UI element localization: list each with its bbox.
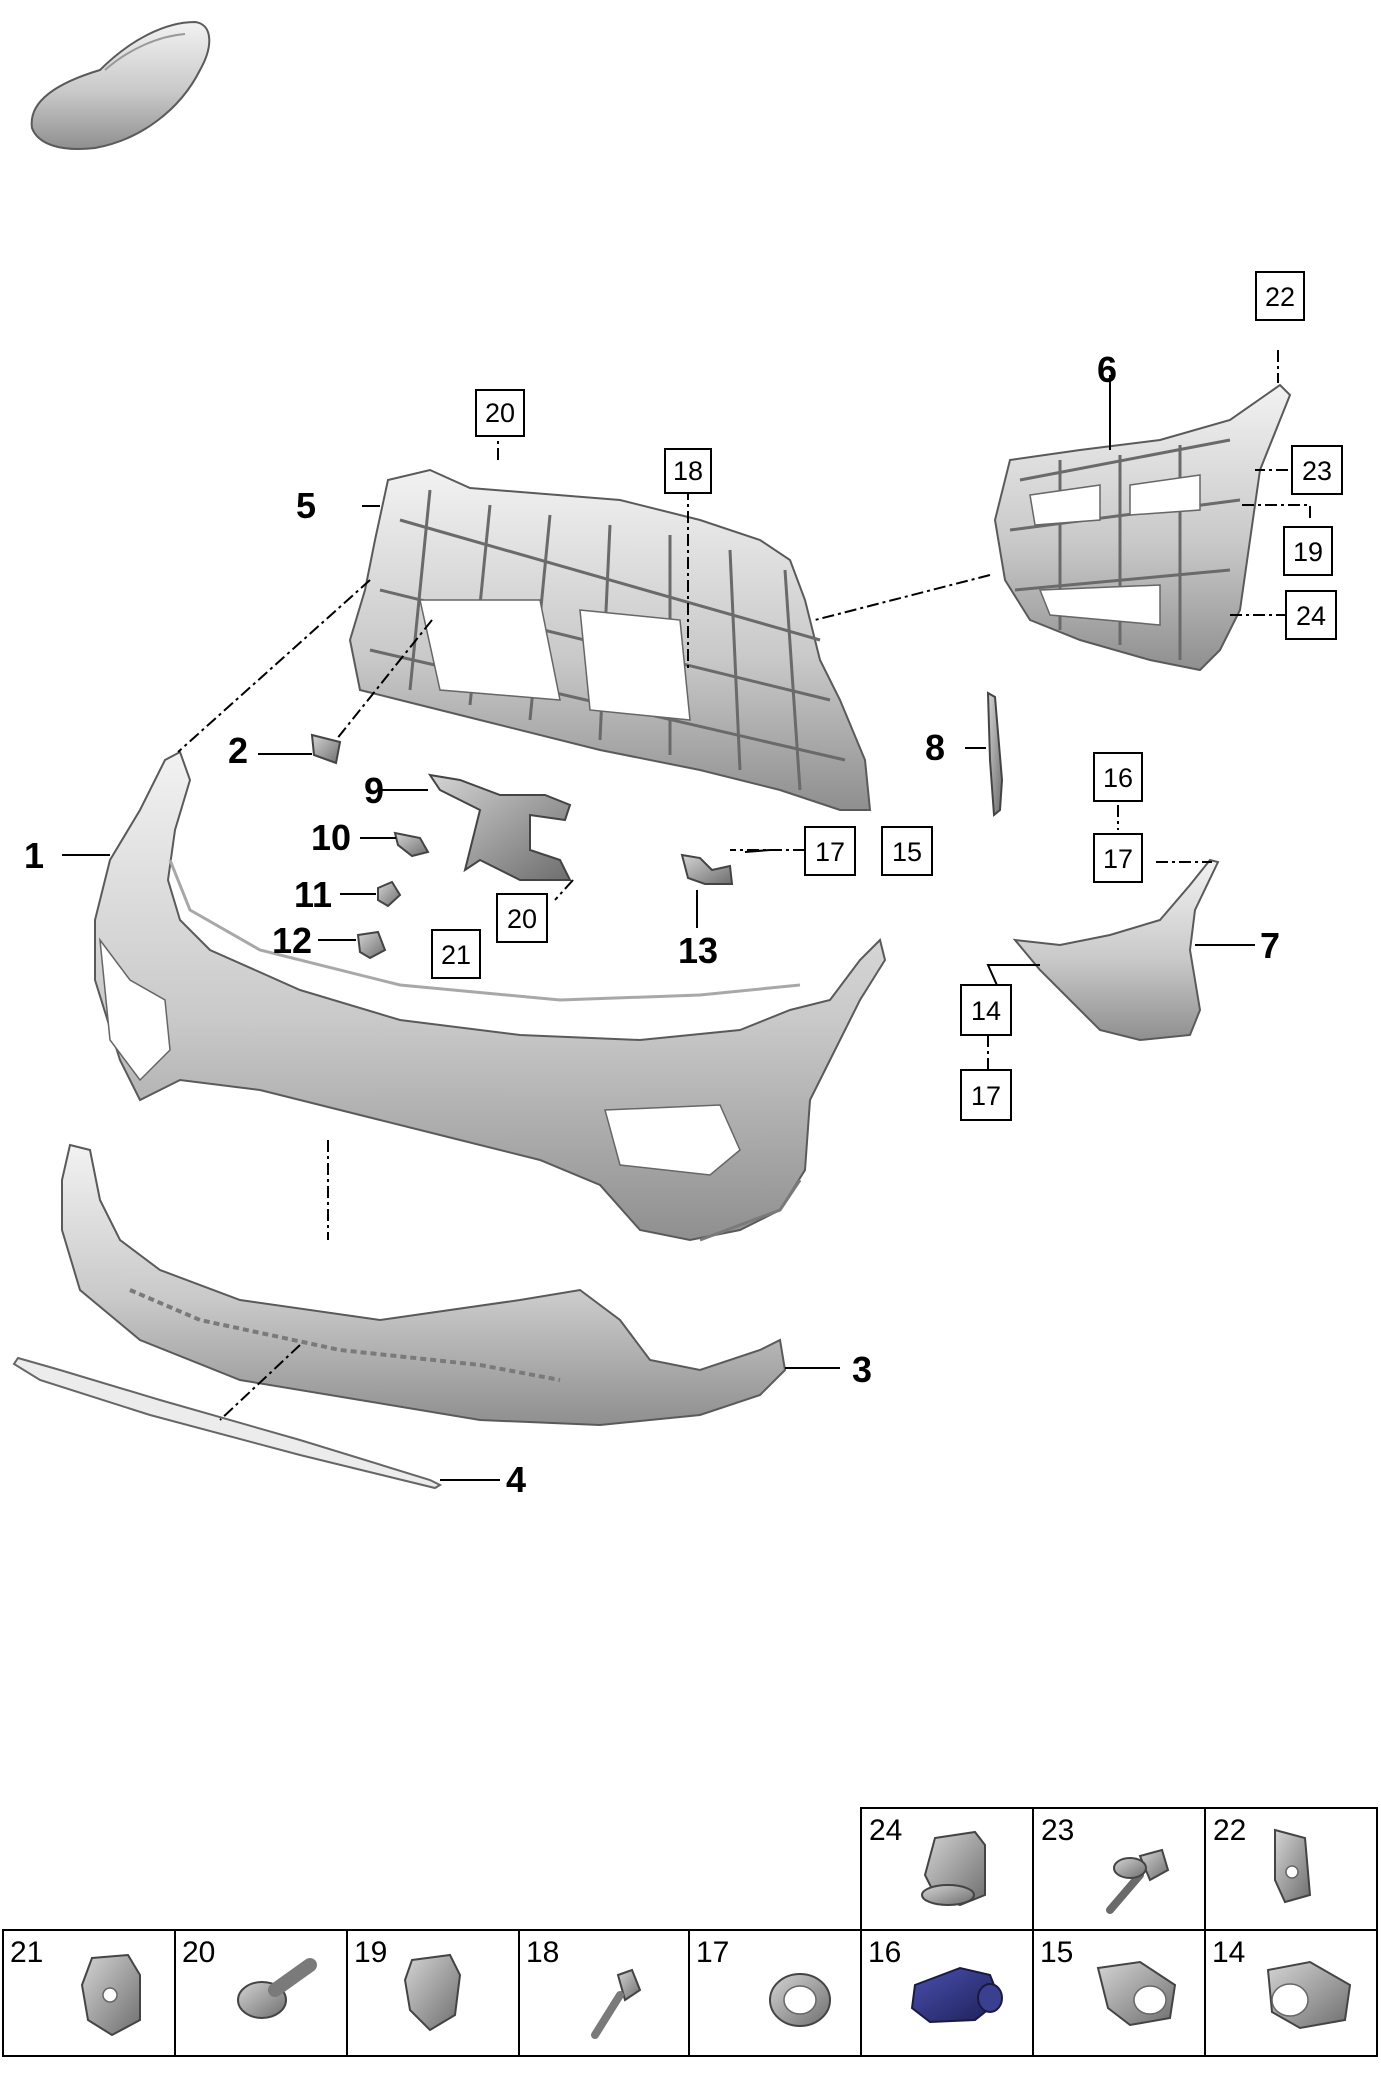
leader-lines xyxy=(62,375,1255,1481)
ref-box-15: 15 xyxy=(881,826,933,876)
sensor-housing-icon xyxy=(1266,1960,1352,2030)
svg-text:18: 18 xyxy=(673,456,703,486)
ref-box-22: 22 xyxy=(1255,271,1305,321)
clip-icon xyxy=(80,1953,141,2037)
sensor-part xyxy=(356,930,387,960)
callout-11: 11 xyxy=(294,874,332,915)
sensor-holder-icon xyxy=(1096,1960,1177,2027)
callout-1: 1 xyxy=(24,835,44,876)
table-cell xyxy=(518,1929,690,2057)
svg-text:23: 23 xyxy=(1302,456,1332,486)
small-bracket-part xyxy=(310,733,342,765)
air-guide-part xyxy=(1012,858,1220,1042)
table-cell-number: 18 xyxy=(526,1936,559,1969)
ref-box-18: 18 xyxy=(664,448,712,494)
svg-text:17: 17 xyxy=(815,837,845,867)
ref-box-19: 19 xyxy=(1283,526,1333,576)
callout-3: 3 xyxy=(852,1349,872,1390)
callout-6: 6 xyxy=(1097,349,1117,390)
ref-box-20: 20 xyxy=(475,389,525,437)
svg-text:17: 17 xyxy=(1103,844,1133,874)
trim-strip-part xyxy=(12,1356,443,1490)
push-pin-icon xyxy=(1106,1848,1170,1914)
sensor-holder-part xyxy=(393,831,430,858)
svg-text:14: 14 xyxy=(971,996,1001,1026)
svg-text:20: 20 xyxy=(485,398,515,428)
ref-box-21: 21 xyxy=(431,929,481,979)
ref-box-14: 14 xyxy=(960,984,1012,1036)
svg-text:19: 19 xyxy=(1293,537,1323,567)
table-cell-number: 23 xyxy=(1041,1814,1074,1847)
ref-box-17: 17 xyxy=(804,826,856,876)
ref-box-17: 17 xyxy=(960,1069,1012,1121)
callout-7: 7 xyxy=(1260,925,1280,966)
svg-text:20: 20 xyxy=(507,904,537,934)
mounting-bracket-part xyxy=(427,773,572,881)
table-cell-number: 22 xyxy=(1213,1814,1246,1847)
svg-text:21: 21 xyxy=(441,940,471,970)
callout-13: 13 xyxy=(678,930,718,971)
table-cell-number: 19 xyxy=(354,1936,387,1969)
table-cell-number: 17 xyxy=(696,1936,729,1969)
callout-4: 4 xyxy=(506,1459,526,1500)
ref-box-23: 23 xyxy=(1291,445,1343,495)
bracket-clip-icon xyxy=(403,1953,462,2032)
callout-10: 10 xyxy=(311,817,351,858)
fastener-table: 24 23 22 21 20 19 18 17 16 15 14 xyxy=(2,1807,1378,2057)
svg-text:15: 15 xyxy=(892,837,922,867)
clip-part xyxy=(680,853,734,885)
grille-carrier-part xyxy=(348,468,872,811)
svg-text:22: 22 xyxy=(1265,282,1295,312)
callout-9: 9 xyxy=(364,770,384,811)
grommet-ring-icon xyxy=(769,1973,831,2027)
table-cell-number: 16 xyxy=(868,1936,901,1969)
ref-box-16: 16 xyxy=(1093,752,1143,802)
car-thumbnail-icon xyxy=(30,20,211,150)
ref-box-24: 24 xyxy=(1285,590,1337,640)
lower-bumper-part xyxy=(61,1143,787,1427)
table-cell-number: 15 xyxy=(1040,1936,1073,1969)
vertical-strip-part xyxy=(986,691,1004,818)
rivet-icon xyxy=(591,1968,642,2039)
callout-2: 2 xyxy=(228,730,248,771)
bumper-cover-part xyxy=(94,750,887,1242)
side-bracket-part xyxy=(993,383,1292,672)
table-cell-number: 20 xyxy=(182,1936,215,1969)
sensor-ring-part xyxy=(377,880,402,908)
table-cell-number: 14 xyxy=(1212,1936,1245,1969)
svg-text:17: 17 xyxy=(971,1081,1001,1111)
callout-8: 8 xyxy=(925,727,945,768)
callout-12: 12 xyxy=(272,920,312,961)
svg-text:16: 16 xyxy=(1103,763,1133,793)
park-sensor-icon xyxy=(910,1966,1003,2024)
screw-icon xyxy=(237,1958,317,2019)
ref-box-20: 20 xyxy=(496,893,548,943)
dash-lines xyxy=(177,350,1311,1421)
svg-text:24: 24 xyxy=(1296,601,1326,631)
table-cell-number: 24 xyxy=(869,1814,902,1847)
table-cell-number: 21 xyxy=(10,1936,43,1969)
clip-nut-icon xyxy=(1274,1828,1312,1904)
ref-box-17: 17 xyxy=(1093,833,1143,883)
callout-5: 5 xyxy=(296,485,316,526)
expansion-clip-icon xyxy=(921,1830,986,1907)
